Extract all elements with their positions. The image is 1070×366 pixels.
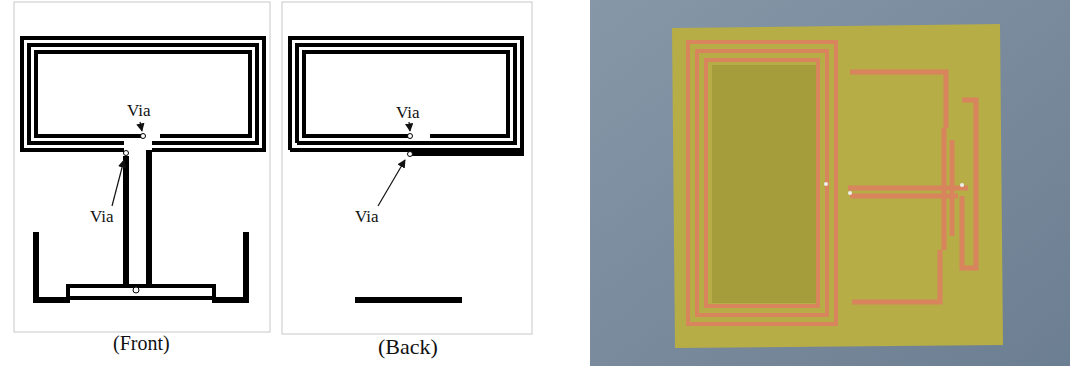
back-strip (355, 297, 462, 303)
leader-arrow (140, 122, 142, 131)
pcb-area (712, 65, 818, 303)
copper-dipole (848, 72, 976, 302)
via (848, 191, 852, 195)
pcb-board (672, 24, 1003, 348)
via-label: Via (396, 104, 420, 121)
caption-label: (Back) (378, 336, 438, 358)
via (133, 287, 139, 293)
via-label: Via (127, 102, 151, 119)
front-feed (36, 150, 246, 300)
front-dipole-center (68, 286, 214, 298)
via-label: Via (355, 208, 379, 225)
via (960, 183, 964, 187)
via (124, 151, 129, 156)
panel-frame (14, 2, 270, 332)
via (408, 134, 413, 139)
caption-label: (Front) (113, 333, 170, 353)
via (824, 182, 828, 186)
panel-frame (282, 2, 532, 334)
copper-loop (688, 42, 836, 324)
leader-arrow (112, 160, 124, 206)
via (408, 152, 413, 157)
photo-background (590, 0, 1070, 366)
leader-arrow (409, 122, 410, 131)
leader-arrow (378, 160, 405, 206)
front-loop (22, 38, 264, 150)
via-label: Via (90, 208, 114, 225)
via (141, 134, 146, 139)
back-loop (290, 38, 524, 154)
